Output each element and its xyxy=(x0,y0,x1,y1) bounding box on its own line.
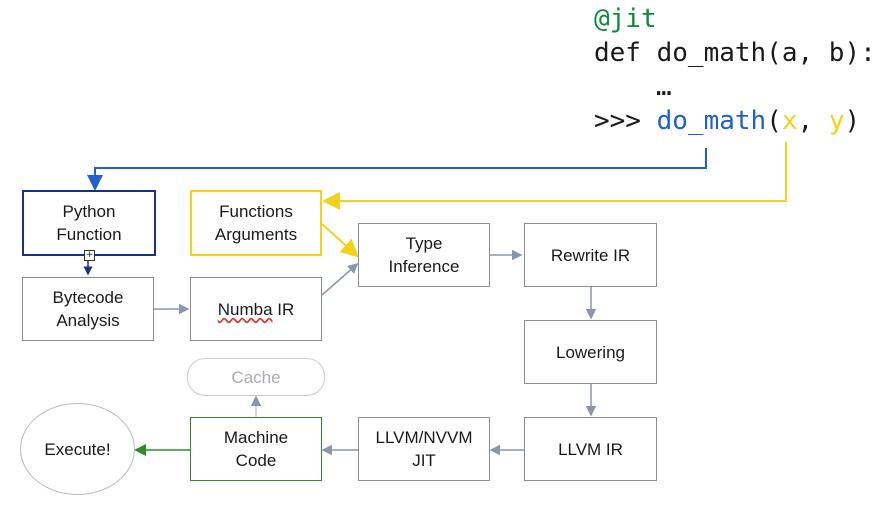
bytecode-analysis-label: Bytecode Analysis xyxy=(52,288,124,330)
llvm-jit-label: LLVM/NVVM JIT xyxy=(375,428,473,470)
code-arg-y: y xyxy=(828,106,845,136)
python-function-box: Python Function xyxy=(22,190,156,256)
code-comma: , xyxy=(797,106,829,136)
llvm-jit-box: LLVM/NVVM JIT xyxy=(358,417,490,481)
code-def-line: def do_math(a, b): xyxy=(594,38,876,68)
code-ellipsis: … xyxy=(656,72,672,102)
code-call-name: do_math xyxy=(656,106,767,136)
arrow-numba-ir-to-type-inference xyxy=(321,263,359,296)
cache-box: Cache xyxy=(187,358,325,396)
expand-icon: + xyxy=(84,250,95,261)
llvm-ir-label: LLVM IR xyxy=(558,439,623,459)
machine-code-label: Machine Code xyxy=(223,428,289,470)
numba-ir-suffix: IR xyxy=(272,299,295,319)
type-inference-box: Type Inference xyxy=(358,223,490,287)
arrow-call-to-python-function xyxy=(87,148,707,191)
rewrite-ir-label: Rewrite IR xyxy=(550,245,631,265)
numba-ir-label: Numba IR xyxy=(218,298,295,321)
arrow-args-to-function-arguments xyxy=(322,142,787,210)
bytecode-analysis-box: Bytecode Analysis xyxy=(22,277,154,341)
lowering-box: Lowering xyxy=(524,320,657,384)
numba-ir-word: Numba xyxy=(217,299,273,319)
rewrite-ir-box: Rewrite IR xyxy=(524,223,657,287)
code-call-line: >>> do_math(x, y) xyxy=(594,104,860,138)
machine-code-box: Machine Code xyxy=(190,417,322,481)
numba-ir-box: Numba IR xyxy=(190,277,322,341)
type-inference-label: Type Inference xyxy=(388,234,460,276)
cache-label: Cache xyxy=(231,367,281,387)
execute-oval: Execute! xyxy=(20,403,135,495)
execute-label: Execute! xyxy=(44,439,111,459)
code-decorator: @jit xyxy=(594,4,657,34)
code-prompt: >>> xyxy=(594,106,657,136)
code-open-paren: ( xyxy=(766,106,782,136)
code-close-paren: ) xyxy=(844,106,861,136)
llvm-ir-box: LLVM IR xyxy=(524,417,657,481)
arrow-function-arguments-to-type-inference xyxy=(321,223,359,258)
lowering-label: Lowering xyxy=(556,342,625,362)
function-arguments-box: Functions Arguments xyxy=(190,190,322,256)
code-arg-x: x xyxy=(781,106,798,136)
function-arguments-label: Functions Arguments xyxy=(214,202,298,244)
python-function-label: Python Function xyxy=(56,202,122,244)
